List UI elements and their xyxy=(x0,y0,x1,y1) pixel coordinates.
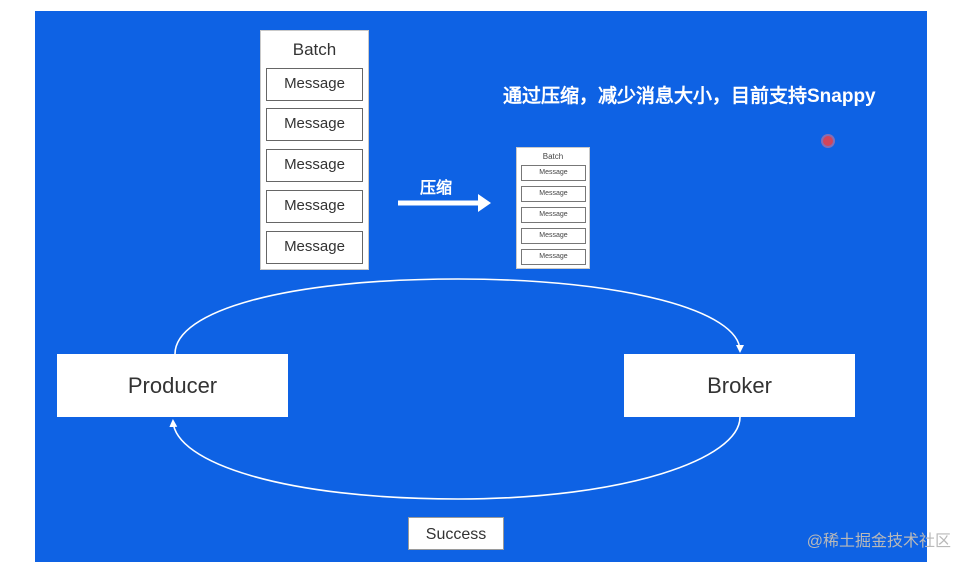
message-box: Message xyxy=(521,249,586,265)
laser-pointer-dot xyxy=(823,136,833,146)
ack-arc xyxy=(169,416,741,500)
compression-headline: 通过压缩，减少消息大小，目前支持Snappy xyxy=(503,86,876,107)
message-box: Message xyxy=(521,165,586,181)
batch-title: Batch xyxy=(542,152,564,161)
send-arc xyxy=(174,278,744,355)
compress-label: 压缩 xyxy=(420,180,453,197)
broker-box: Broker xyxy=(624,354,855,417)
watermark: @稀土掘金技术社区 xyxy=(806,533,951,550)
flow-arrows xyxy=(169,194,744,500)
diagram-slide: Batch Message Message Message Message Me… xyxy=(35,11,927,562)
message-box: Message xyxy=(266,108,363,141)
message-box: Message xyxy=(266,190,363,223)
message-box: Message xyxy=(266,149,363,182)
producer-box: Producer xyxy=(57,354,288,417)
compress-arrow xyxy=(398,194,491,212)
success-box: Success xyxy=(408,517,504,550)
batch-uncompressed: Batch Message Message Message Message Me… xyxy=(260,30,369,270)
batch-compressed: Batch Message Message Message Message Me… xyxy=(516,147,590,269)
message-box: Message xyxy=(521,207,586,223)
message-box: Message xyxy=(521,186,586,202)
message-box: Message xyxy=(266,68,363,101)
batch-title: Batch xyxy=(292,40,337,59)
message-box: Message xyxy=(266,231,363,264)
message-box: Message xyxy=(521,228,586,244)
